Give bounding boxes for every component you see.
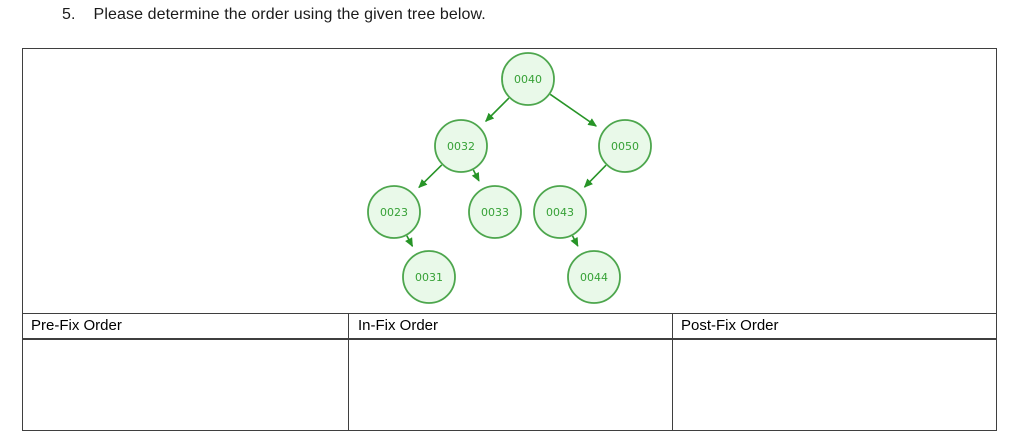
tree-node-label: 0050 — [611, 140, 639, 153]
binary-tree-diagram: 0040 0032 0050 0023 0033 0043 0031 0044 — [367, 52, 652, 304]
table-grid-line-col1 — [348, 313, 349, 430]
tree-node-0023: 0023 — [367, 185, 421, 239]
tree-node-label: 0032 — [447, 140, 475, 153]
tree-node-label: 0031 — [415, 271, 443, 284]
question-number: 5. — [62, 6, 76, 23]
tree-edge-0040-0050 — [549, 93, 598, 127]
tree-edge-0043-0044 — [570, 235, 579, 247]
tree-node-circle — [567, 250, 621, 304]
tree-node-label: 0033 — [481, 206, 509, 219]
tree-edge-0023-0031 — [405, 235, 414, 248]
postfix-answer-cell — [673, 340, 996, 430]
tree-node-circle — [367, 185, 421, 239]
column-header-infix: In-Fix Order — [358, 317, 439, 334]
tree-node-circle — [598, 119, 652, 173]
tree-node-0031: 0031 — [402, 250, 456, 304]
tree-node-circle — [402, 250, 456, 304]
tree-node-0040: 0040 — [501, 52, 555, 106]
column-header-postfix: Post-Fix Order — [681, 317, 779, 334]
question-text: Please determine the order using the giv… — [93, 6, 486, 23]
tree-edge-0032-0023 — [418, 164, 443, 189]
tree-node-circle — [434, 119, 488, 173]
tree-edge-0040-0032 — [485, 97, 510, 122]
answer-table: 0040 0032 0050 0023 0033 0043 0031 0044 Pre-Fix… — [22, 48, 997, 431]
column-header-prefix: Pre-Fix Order — [31, 317, 122, 334]
table-grid-line-header-top — [23, 313, 996, 314]
tree-node-circle — [533, 185, 587, 239]
prefix-answer-cell — [23, 340, 348, 430]
tree-node-circle — [468, 185, 522, 239]
tree-node-label: 0043 — [546, 206, 574, 219]
tree-edge-0050-0043 — [583, 164, 607, 188]
table-grid-line-col2 — [672, 313, 673, 430]
tree-node-0050: 0050 — [598, 119, 652, 173]
tree-node-label: 0040 — [514, 73, 542, 86]
tree-node-0043: 0043 — [533, 185, 587, 239]
tree-panel: 0040 0032 0050 0023 0033 0043 0031 0044 — [23, 49, 996, 313]
infix-answer-cell — [349, 340, 672, 430]
question-title: 5. Please determine the order using the g… — [62, 6, 486, 24]
tree-node-0033: 0033 — [468, 185, 522, 239]
tree-node-0032: 0032 — [434, 119, 488, 173]
tree-node-label: 0044 — [580, 271, 608, 284]
tree-edge-0032-0033 — [471, 169, 480, 182]
tree-node-label: 0023 — [380, 206, 408, 219]
table-grid-line-header-bottom — [23, 338, 996, 340]
tree-node-0044: 0044 — [567, 250, 621, 304]
tree-node-circle — [501, 52, 555, 106]
